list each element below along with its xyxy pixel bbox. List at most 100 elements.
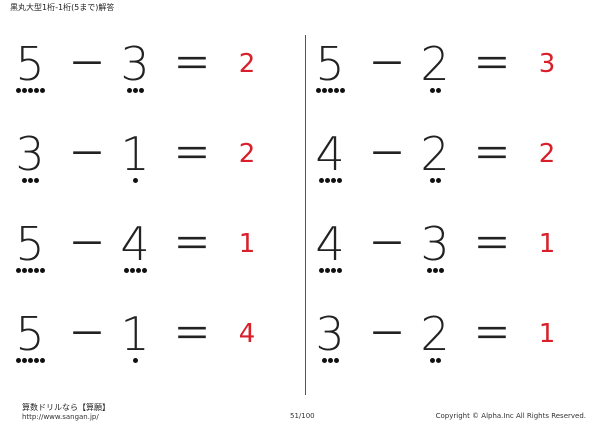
equals-sign: ＝ [172, 42, 211, 86]
answer: 1 [538, 319, 556, 349]
count-dot [126, 88, 132, 93]
minuend-dots [309, 268, 351, 273]
subtrahend-dots [114, 358, 156, 363]
count-dot [27, 88, 33, 93]
subtrahend: 4 [120, 217, 150, 271]
footer-url-link[interactable]: http://www.sangan.jp/ [22, 413, 99, 421]
count-dot [432, 268, 438, 273]
count-dot [429, 88, 435, 93]
subtrahend-dots [414, 88, 456, 93]
count-dot [429, 358, 435, 363]
equals-sign: ＝ [472, 222, 511, 266]
count-dot [330, 178, 336, 183]
minus-sign: － [368, 222, 407, 266]
subtrahend: 3 [420, 217, 450, 271]
count-dot [327, 358, 333, 363]
subtrahend: 1 [120, 127, 150, 181]
count-dot [39, 358, 45, 363]
count-dot [33, 358, 39, 363]
answer: 4 [238, 319, 256, 349]
count-dot [138, 88, 144, 93]
count-dot [318, 178, 324, 183]
minuend: 5 [15, 37, 45, 91]
count-dot [321, 358, 327, 363]
count-dot [129, 268, 135, 273]
subtrahend-dots [414, 358, 456, 363]
minuend-dots [309, 178, 351, 183]
count-dot [435, 178, 441, 183]
count-dot [318, 268, 324, 273]
count-dot [132, 178, 138, 183]
count-dot [39, 268, 45, 273]
minuend: 4 [315, 217, 345, 271]
count-dot [21, 178, 27, 183]
subtrahend: 3 [120, 37, 150, 91]
count-dot [429, 178, 435, 183]
minuend: 5 [315, 37, 345, 91]
answer: 2 [538, 139, 556, 169]
count-dot [27, 358, 33, 363]
answer: 2 [238, 49, 256, 79]
count-dot [435, 358, 441, 363]
minuend-dots [9, 178, 51, 183]
problem-row: 5 － 3 ＝ 2 [10, 30, 300, 120]
problem-row: 5－1＝4 [10, 300, 300, 390]
page-number: 51/100 [290, 412, 315, 420]
count-dot [315, 88, 321, 93]
minuend: 5 [15, 217, 45, 271]
count-dot [438, 268, 444, 273]
count-dot [21, 88, 27, 93]
count-dot [21, 268, 27, 273]
count-dot [39, 88, 45, 93]
equals-sign: ＝ [172, 132, 211, 176]
subtrahend: 2 [420, 37, 450, 91]
equals-sign: ＝ [472, 132, 511, 176]
minus-sign: － [68, 312, 107, 356]
count-dot [324, 268, 330, 273]
minus-sign: － [68, 42, 107, 86]
count-dot [339, 88, 345, 93]
subtrahend: 2 [420, 127, 450, 181]
problem-row: 3－1＝2 [10, 120, 300, 210]
subtrahend-dots [114, 178, 156, 183]
footer-brand: 算数ドリルなら【算願】 [22, 403, 110, 412]
count-dot [21, 358, 27, 363]
count-dot [123, 268, 129, 273]
minus-sign: － [368, 312, 407, 356]
answer: 3 [538, 49, 556, 79]
count-dot [324, 178, 330, 183]
minuend-dots [9, 358, 51, 363]
problem-row: 5－4＝1 [10, 210, 300, 300]
count-dot [330, 268, 336, 273]
count-dot [15, 268, 21, 273]
count-dot [327, 88, 333, 93]
subtrahend-dots [414, 178, 456, 183]
count-dot [15, 88, 21, 93]
count-dot [333, 88, 339, 93]
count-dot [141, 268, 147, 273]
count-dot [33, 88, 39, 93]
minuend-dots [309, 88, 351, 93]
count-dot [15, 358, 21, 363]
column-divider [305, 35, 306, 395]
problem-row: 4－2＝2 [310, 120, 600, 210]
problem-row: 3－2＝1 [310, 300, 600, 390]
count-dot [132, 88, 138, 93]
minus-sign: － [68, 222, 107, 266]
minuend-dots [9, 268, 51, 273]
equals-sign: ＝ [172, 312, 211, 356]
count-dot [336, 178, 342, 183]
minuend-dots [309, 358, 351, 363]
worksheet-title: 黒丸大型1桁-1桁(5まで)解答 [10, 3, 115, 12]
count-dot [27, 178, 33, 183]
count-dot [33, 268, 39, 273]
answer: 1 [238, 229, 256, 259]
subtrahend: 2 [420, 307, 450, 361]
minuend: 4 [315, 127, 345, 181]
count-dot [333, 358, 339, 363]
count-dot [336, 268, 342, 273]
subtrahend-dots [114, 268, 156, 273]
answer: 1 [538, 229, 556, 259]
